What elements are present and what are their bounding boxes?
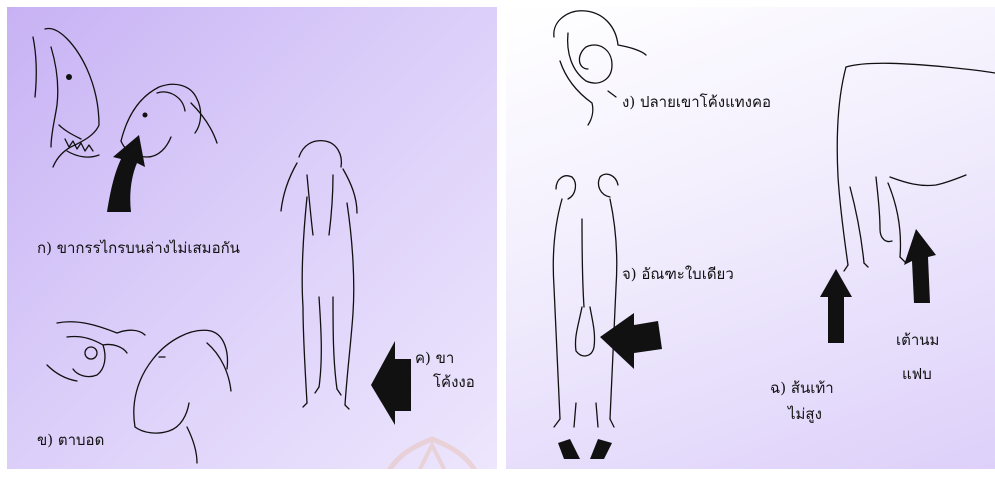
caption-crooked-leg-2: โค้งงอ <box>433 371 475 393</box>
caption-heel-2: ไม่สูง <box>788 403 822 425</box>
right-panel: ง) ปลายเขาโค้งแทงคอ จ) อัณฑะใบเดียว เต้า… <box>506 7 995 469</box>
caption-udder-2: แฟบ <box>902 363 932 385</box>
caption-heel-1: ฉ) ส้นเท้า <box>770 377 834 399</box>
left-panel: ก) ขากรรไกรบนล่างไม่เสมอกัน ข) ตาบอด ค) … <box>7 7 497 469</box>
arrow-left-icon <box>7 7 497 469</box>
caption-crooked-leg-1: ค) ขา <box>415 347 454 369</box>
heel-udder-illustration <box>506 7 995 469</box>
caption-udder-1: เต้านม <box>896 329 939 351</box>
seal-watermark-icon <box>352 427 497 469</box>
